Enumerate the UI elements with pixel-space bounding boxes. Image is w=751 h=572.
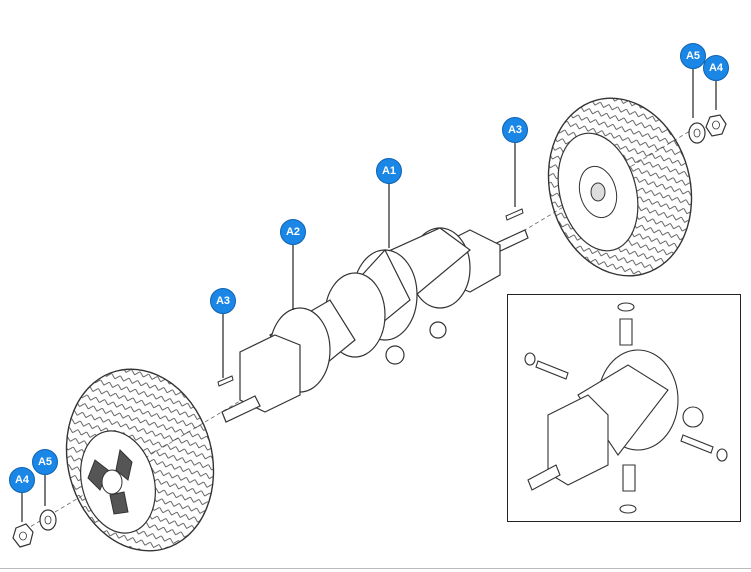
left-key-pin bbox=[217, 375, 234, 387]
callout-a4-left[interactable]: A4 bbox=[9, 467, 35, 493]
inset-detail-box bbox=[507, 294, 741, 522]
callout-a2[interactable]: A2 bbox=[280, 219, 306, 245]
right-wheel bbox=[547, 97, 693, 277]
leader-lines bbox=[21, 68, 717, 522]
callout-a5-right[interactable]: A5 bbox=[680, 43, 706, 69]
bottom-divider bbox=[0, 568, 751, 569]
callout-a5-left[interactable]: A5 bbox=[32, 449, 58, 475]
inset-motor-detail bbox=[524, 302, 728, 514]
right-key-pin bbox=[505, 208, 524, 221]
callout-a3-left[interactable]: A3 bbox=[210, 288, 236, 314]
callout-a4-right[interactable]: A4 bbox=[703, 55, 729, 81]
right-nut bbox=[705, 114, 727, 137]
left-nut bbox=[12, 523, 34, 548]
callout-a3-right[interactable]: A3 bbox=[502, 117, 528, 143]
callout-a1[interactable]: A1 bbox=[376, 158, 402, 184]
left-washer bbox=[39, 509, 57, 531]
left-wheel bbox=[65, 368, 215, 552]
transaxle-assembly bbox=[221, 227, 529, 423]
right-washer bbox=[688, 122, 706, 144]
